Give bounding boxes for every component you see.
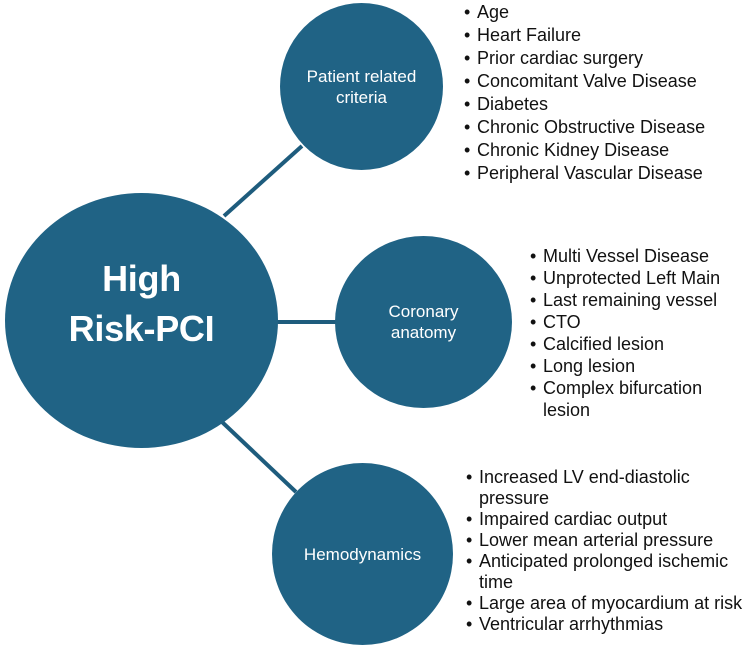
list-item: Calcified lesion — [530, 333, 750, 355]
node-label-patient: Patient related criteria — [306, 66, 417, 107]
node-patient-related-criteria: Patient related criteria — [280, 3, 443, 170]
list-item: Chronic Kidney Disease — [464, 139, 750, 162]
list-item: Multi Vessel Disease — [530, 245, 750, 267]
diagram-title: High Risk-PCI — [68, 257, 215, 349]
bullet-list-coronary: Multi Vessel DiseaseUnprotected Left Mai… — [530, 245, 750, 421]
node-hemodynamics: Hemodynamics — [272, 463, 453, 645]
list-item: Age — [464, 1, 750, 24]
node-coronary-anatomy: Coronary anatomy — [335, 236, 512, 408]
list-item: Concomitant Valve Disease — [464, 70, 750, 93]
list-item: Lower mean arterial pressure — [466, 530, 750, 551]
list-item: Long lesion — [530, 355, 750, 377]
connector-line-hemodynamics — [219, 419, 298, 494]
node-label-hemodynamics: Hemodynamics — [303, 544, 422, 564]
list-item: Large area of myocardium at risk — [466, 593, 750, 614]
list-item: Anticipated prolonged ischemic time — [466, 551, 750, 593]
list-item: Heart Failure — [464, 24, 750, 47]
list-item: Impaired cardiac output — [466, 509, 750, 530]
list-item: Increased LV end-diastolic pressure — [466, 467, 750, 509]
list-item: Chronic Obstructive Disease — [464, 116, 750, 139]
connector-line-patient — [222, 144, 304, 218]
bullet-list-hemodynamics: Increased LV end-diastolic pressureImpai… — [466, 467, 750, 635]
list-item: Unprotected Left Main — [530, 267, 750, 289]
list-item: CTO — [530, 311, 750, 333]
list-item: Diabetes — [464, 93, 750, 116]
bullet-list-patient: AgeHeart FailurePrior cardiac surgeryCon… — [464, 1, 750, 185]
node-label-coronary: Coronary anatomy — [388, 302, 459, 342]
list-item: Last remaining vessel — [530, 289, 750, 311]
list-item: Ventricular arrhythmias — [466, 614, 750, 635]
central-node-circle: High Risk-PCI — [5, 193, 278, 448]
list-item: Peripheral Vascular Disease — [464, 162, 750, 185]
list-item: Complex bifurcation lesion — [530, 377, 750, 421]
list-item: Prior cardiac surgery — [464, 47, 750, 70]
